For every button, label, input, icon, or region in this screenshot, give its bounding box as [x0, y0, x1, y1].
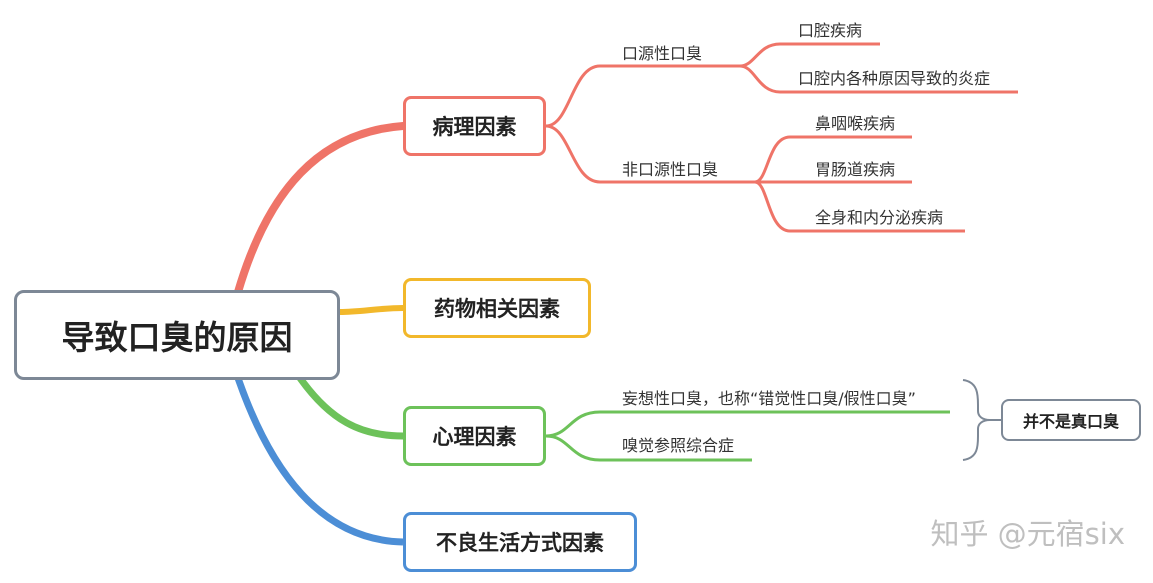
brace-icon — [962, 379, 991, 461]
connector-pathology — [234, 122, 407, 296]
branch-psych: 心理因素 — [403, 406, 546, 466]
branch-pathology: 病理因素 — [403, 96, 546, 156]
connector-oral-2 — [739, 64, 1018, 94]
topic-nonoral-item: 鼻咽喉疾病 — [815, 114, 896, 133]
topic-oral-item: 口腔疾病 — [798, 21, 863, 40]
connector-nonoral-3 — [754, 180, 965, 233]
connector-psych — [297, 375, 404, 440]
watermark: 知乎 @元宿six — [930, 517, 1125, 551]
topic-nonoral-item: 胃肠道疾病 — [815, 160, 896, 179]
topic-psych-item: 嗅觉参照综合症 — [622, 436, 735, 455]
note-not-real: 并不是真口臭 — [1001, 399, 1141, 441]
topic-nonoral-item: 全身和内分泌疾病 — [815, 208, 944, 227]
connector-oral-1 — [739, 42, 880, 68]
connector-psych-2 — [545, 434, 752, 462]
topic-nonoral: 非口源性口臭 — [622, 160, 719, 179]
root-topic: 导致口臭的原因 — [14, 290, 340, 380]
connector-psych-1 — [545, 410, 950, 438]
connector-oral — [545, 64, 740, 128]
connector-drug — [339, 305, 404, 315]
topic-oral-item: 口腔内各种原因导致的炎症 — [798, 69, 991, 88]
connector-nonoral-1 — [754, 135, 912, 184]
topic-oral: 口源性口臭 — [622, 44, 703, 63]
connector-nonoral — [545, 124, 755, 184]
topic-psych-item: 妄想性口臭，也称“错觉性口臭/假性口臭” — [622, 389, 916, 408]
branch-lifestyle: 不良生活方式因素 — [403, 512, 637, 572]
connector-lifestyle — [234, 376, 404, 546]
branch-drug: 药物相关因素 — [403, 278, 591, 338]
